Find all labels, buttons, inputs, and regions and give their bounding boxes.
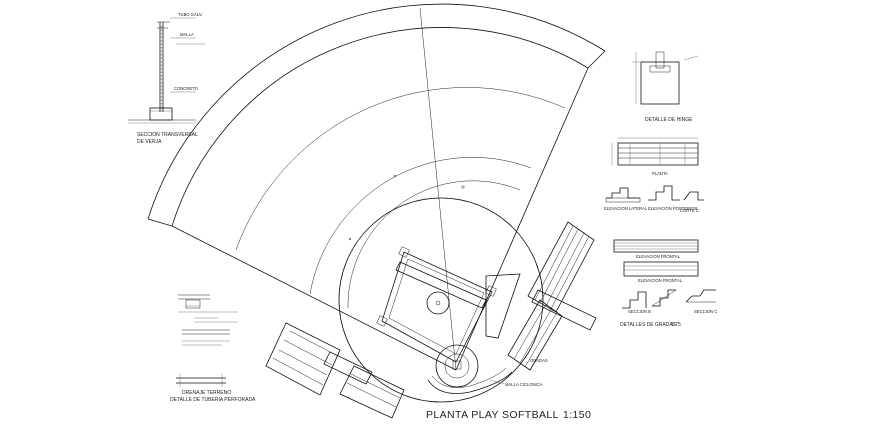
pitcher-rubber	[435, 300, 441, 306]
gradas-title: DETALLES DE GRADAS	[620, 322, 677, 328]
section-label-a: TUBO GALV.	[178, 12, 202, 17]
pitcher-circle	[426, 291, 450, 315]
hinge-detail: DETALLE DE HINGE	[632, 51, 699, 123]
plan-scale: 1:150	[563, 409, 591, 421]
second-base	[398, 246, 410, 258]
lateral-label: ELEVACION LATERAL	[604, 206, 648, 211]
section-label-b: MALLA	[180, 32, 194, 37]
seccion-b-label: SECCION B	[628, 309, 651, 314]
outfield-fence-inner-arc	[171, 27, 589, 227]
drain-title-1: DRENAJE TERRENO	[182, 390, 231, 396]
first-base	[485, 285, 497, 297]
frontal-label: ELEVACION FRONTAL	[636, 254, 681, 259]
seccion-c-label: SECCION C	[694, 309, 717, 314]
right-fence-end	[587, 50, 606, 69]
home-plate-circle	[435, 344, 479, 388]
infield-diamond	[381, 251, 493, 363]
center-field-line	[419, 7, 457, 371]
posterior-label: ELEVACION POSTERIOR	[648, 206, 698, 211]
plan-title: PLANTA PLAY SOFTBALL	[426, 409, 559, 421]
outfield-fence-outer-arc	[147, 3, 606, 220]
distance-arc-3	[347, 180, 521, 309]
right-dugout-strip	[485, 273, 521, 339]
right-foul-line	[455, 67, 589, 371]
home-plate-inner	[444, 353, 470, 379]
drainage-detail: DRENAJE TERRENO DETALLE DE TUBERIA PERFO…	[170, 294, 256, 403]
corte-label: CORTE C	[680, 208, 699, 213]
base-path-2-to-1	[403, 251, 493, 293]
bleachers-left	[265, 322, 405, 419]
gradas-label: GRADAS	[530, 358, 548, 363]
bleachers-right	[507, 221, 597, 371]
bleacher-plan-detail: PLANTA ELEVACION LATERAL ELEVACION POSTE…	[604, 137, 717, 328]
backstop-fence	[427, 371, 513, 394]
left-foul-line	[171, 225, 457, 371]
left-fence-end	[147, 218, 173, 227]
frontal-label-2: ELEVACION FRONTAL	[638, 278, 683, 283]
gradas-scale: 1:75	[671, 322, 681, 328]
home-plate	[452, 360, 462, 370]
infield-circle	[338, 197, 544, 403]
distance-arc-1	[235, 87, 566, 251]
malla-ciclonica-label: MALLA CICLONICA	[505, 382, 543, 387]
section-label-c: CONCRETO	[174, 86, 199, 91]
third-base	[376, 315, 388, 327]
hinge-title: DETALLE DE HINGE	[645, 117, 693, 123]
fence-section-detail: TUBO GALV. MALLA CONCRETO SECCION TRANSV…	[128, 12, 206, 145]
section-title-1: SECCION TRANSVERSAL	[137, 132, 198, 138]
distance-arc-2	[309, 157, 532, 295]
left-dugout-strip	[395, 261, 487, 309]
softball-field-plan: MALLA CICLONICA GRADAS	[147, 3, 606, 419]
section-title-2: DE VERJA	[137, 139, 162, 145]
drain-title-2: DETALLE DE TUBERIA PERFORADA	[170, 397, 256, 403]
backstop-fence-inner	[431, 367, 507, 388]
planta-label: PLANTA	[652, 171, 668, 176]
infield-diamond-inner	[388, 258, 485, 355]
